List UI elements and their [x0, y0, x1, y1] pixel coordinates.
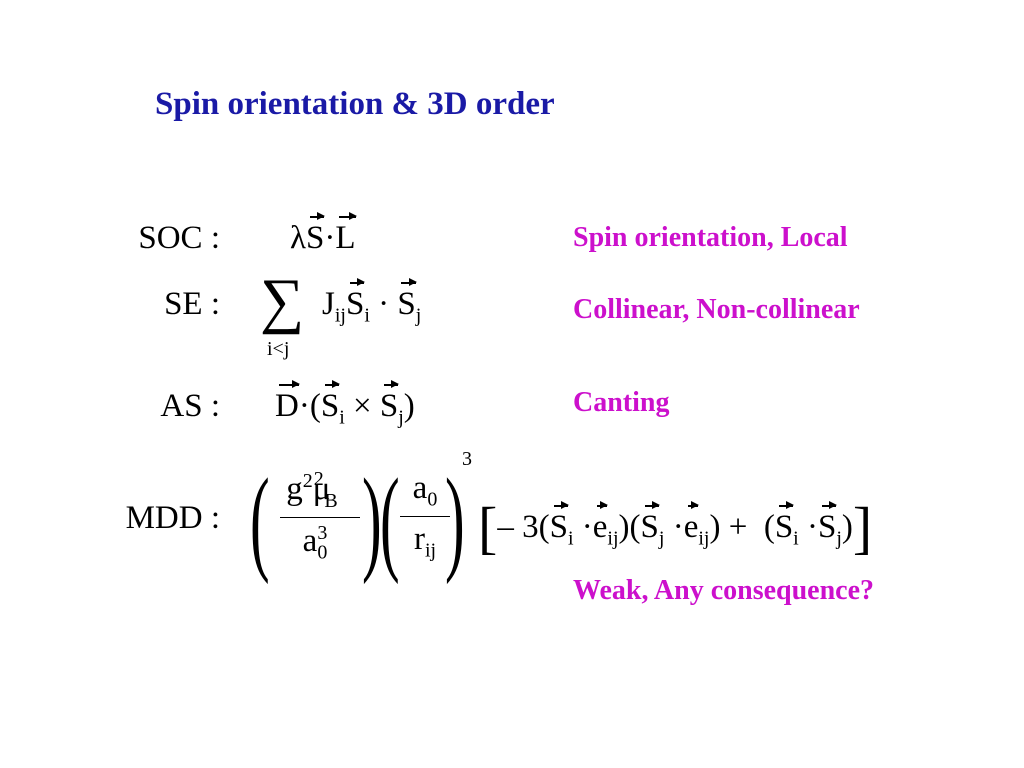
se-formula: JijSi · Sj: [322, 278, 422, 327]
sum-symbol: ∑: [260, 267, 305, 335]
soc-formula: λS·L: [290, 212, 357, 256]
paren-right-2: ): [445, 454, 465, 585]
paren-left-2: (: [380, 454, 400, 585]
sum-index: i<j: [267, 338, 290, 360]
as-formula: D·(Si × Sj): [275, 380, 415, 429]
note-se: Collinear, Non-collinear: [573, 294, 860, 325]
note-soc: Spin orientation, Local: [573, 222, 848, 253]
paren-left-1: (: [250, 454, 270, 585]
frac-a-r: a0 rij: [400, 470, 450, 563]
label-mdd: MDD :: [125, 500, 220, 536]
label-soc: SOC :: [138, 220, 220, 256]
paren-right-1: ): [362, 454, 382, 585]
mdd-bracket-expression: [– 3(Si ·eij)(Sj ·eij) + (Si ·Sj)]: [478, 495, 873, 560]
frac-g-mu: g2μB2 a03: [280, 468, 360, 565]
note-as: Canting: [573, 387, 670, 418]
slide-title: Spin orientation & 3D order: [155, 86, 555, 122]
exponent-3: 3: [462, 448, 472, 470]
label-as: AS :: [160, 388, 220, 424]
label-se: SE :: [164, 286, 220, 322]
note-mdd: Weak, Any consequence?: [573, 575, 875, 606]
